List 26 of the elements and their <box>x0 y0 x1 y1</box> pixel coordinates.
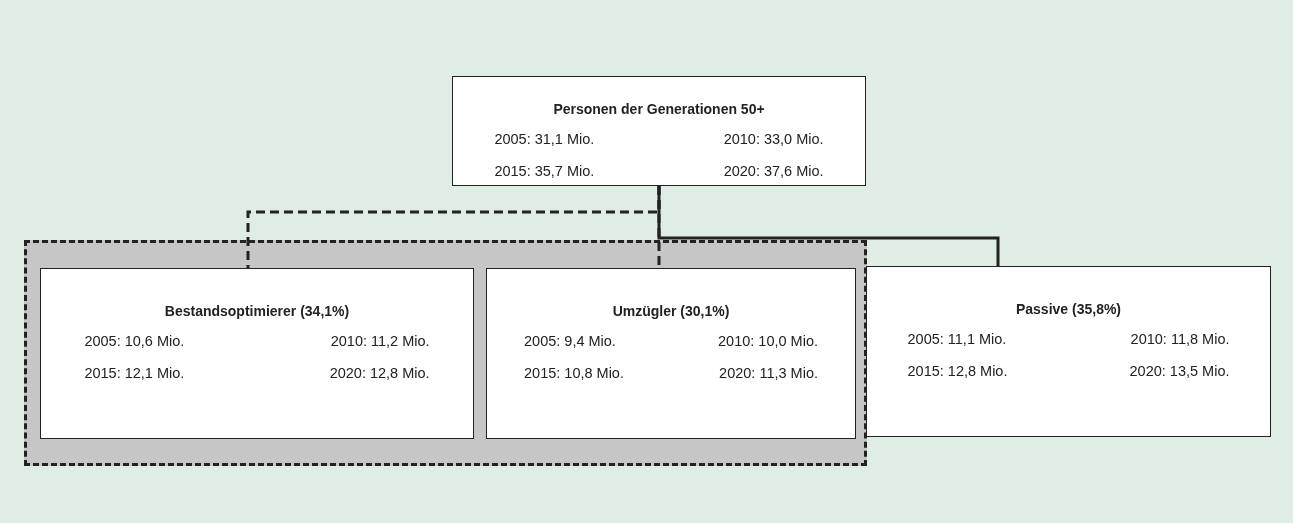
year-value: 2005: 10,6 Mio. <box>84 333 185 349</box>
year-value: 2005: 11,1 Mio. <box>907 331 1007 347</box>
category-box <box>452 76 866 186</box>
box-heading: Personen der Generationen 50+ <box>552 101 766 117</box>
year-value: 2010: 11,2 Mio. <box>330 333 430 349</box>
category-box <box>486 268 856 439</box>
year-value: 2010: 11,8 Mio. <box>1130 331 1230 347</box>
year-value: 2020: 12,8 Mio. <box>329 365 430 381</box>
year-value: 2020: 13,5 Mio. <box>1129 363 1230 379</box>
category-box <box>866 266 1271 437</box>
year-value: 2005: 9,4 Mio. <box>524 333 616 349</box>
year-value: 2020: 37,6 Mio. <box>723 163 824 179</box>
year-value: 2020: 11,3 Mio. <box>719 365 818 381</box>
connector-line <box>657 186 1000 266</box>
year-value: 2015: 35,7 Mio. <box>494 163 595 179</box>
year-value: 2015: 10,8 Mio. <box>524 365 624 381</box>
dashed-group-box <box>24 240 867 466</box>
box-heading: Bestandsoptimierer (34,1%) <box>163 303 351 319</box>
year-value: 2005: 31,1 Mio. <box>494 131 595 147</box>
year-value: 2010: 10,0 Mio. <box>718 333 818 349</box>
year-value: 2015: 12,1 Mio. <box>84 365 185 381</box>
year-value: 2015: 12,8 Mio. <box>907 363 1008 379</box>
year-value: 2010: 33,0 Mio. <box>723 131 824 147</box>
category-box <box>40 268 474 439</box>
box-heading: Umzügler (30,1%) <box>611 303 731 319</box>
box-heading: Passive (35,8%) <box>1014 301 1123 317</box>
